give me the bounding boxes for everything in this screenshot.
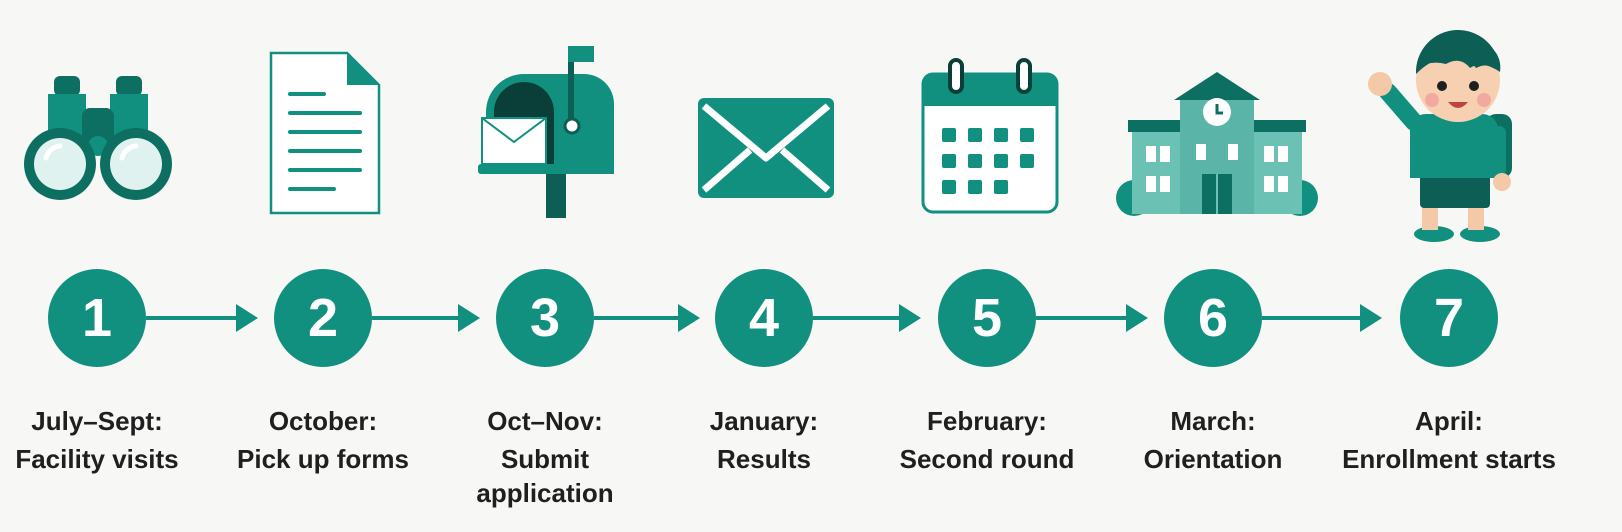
step-number-4: 4 <box>715 269 813 367</box>
arrow-3-to-4 <box>594 304 700 332</box>
step-label-3: Oct–Nov: Submit application <box>435 402 655 512</box>
step-label-7: April: Enrollment starts <box>1339 402 1559 478</box>
step-period: Oct–Nov: <box>487 406 603 436</box>
step-title-line-1: Submit <box>500 444 590 474</box>
step-title-line-2: application <box>476 478 614 508</box>
step-number-5: 5 <box>938 269 1036 367</box>
calendar-icon <box>921 58 1059 214</box>
step-number-7: 7 <box>1400 269 1498 367</box>
step-period: February: <box>927 406 1047 436</box>
step-label-4: January: Results <box>654 402 874 478</box>
arrow-1-to-2 <box>146 304 258 332</box>
step-period: March: <box>1170 406 1256 436</box>
step-label-5: February: Second round <box>877 402 1097 478</box>
step-number-6: 6 <box>1164 269 1262 367</box>
step-title: Results <box>717 444 811 474</box>
binoculars-icon <box>24 76 172 200</box>
step-period: July–Sept: <box>31 406 163 436</box>
step-label-2: October: Pick up forms <box>213 402 433 478</box>
step-number-1: 1 <box>48 269 146 367</box>
mailbox-icon <box>478 46 614 218</box>
arrow-4-to-5 <box>813 304 921 332</box>
arrow-6-to-7 <box>1262 304 1382 332</box>
step-title: Second round <box>899 444 1075 474</box>
envelope-icon <box>698 98 834 198</box>
arrow-2-to-3 <box>372 304 480 332</box>
step-number-2: 2 <box>274 269 372 367</box>
step-title: Enrollment starts <box>1342 444 1556 474</box>
step-title: Pick up forms <box>237 444 409 474</box>
document-icon <box>269 51 381 215</box>
step-period: January: <box>709 406 819 436</box>
step-period: April: <box>1415 406 1483 436</box>
step-label-1: July–Sept: Facility visits <box>0 402 207 478</box>
step-label-6: March: Orientation <box>1103 402 1323 478</box>
step-number-3: 3 <box>496 269 594 367</box>
arrow-5-to-6 <box>1036 304 1148 332</box>
waving-child-icon <box>1368 29 1512 242</box>
step-title: Orientation <box>1143 444 1283 474</box>
step-title: Facility visits <box>15 444 179 474</box>
school-building-icon <box>1116 72 1318 216</box>
step-period: October: <box>268 406 378 436</box>
